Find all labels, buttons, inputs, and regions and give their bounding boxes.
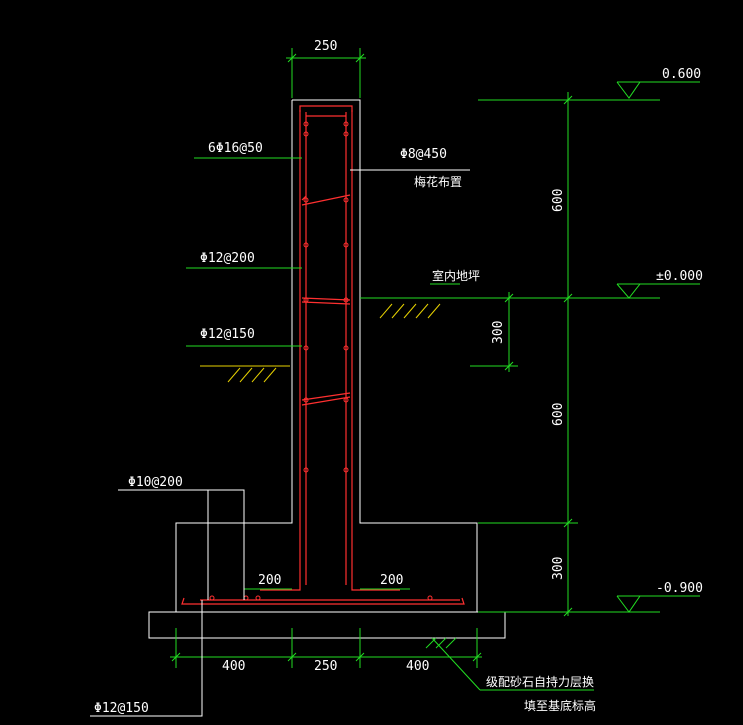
- blinding-slab: [148, 611, 506, 639]
- rebar: [181, 105, 465, 605]
- white-leaders: [90, 169, 470, 717]
- note-indoor-ground: 室内地坪: [432, 268, 480, 283]
- dim-right-300: 300: [491, 321, 506, 344]
- rebar-top-cap: [299, 105, 353, 112]
- note-fill-line1: 级配砂石自持力层换: [486, 674, 594, 689]
- label-ties-note: 梅花布置: [414, 174, 462, 189]
- label-footing-bottom: Φ12@150: [94, 701, 149, 716]
- rebar-vertical-right: [351, 110, 400, 591]
- note-fill-line2: 填至基底标高: [524, 698, 596, 713]
- label-vertical-upper: Φ12@200: [200, 251, 255, 266]
- dim-bottom-right: 400: [406, 659, 429, 674]
- rebar-dots: [209, 121, 433, 601]
- dim-footing-left-200: 200: [258, 573, 281, 588]
- rebar-vertical-left: [260, 110, 301, 591]
- label-ties: Φ8@450: [400, 147, 447, 162]
- rebar-tie-1: [301, 194, 351, 206]
- dimension-lines: [170, 48, 700, 691]
- rebar-tie-3: [301, 392, 351, 406]
- concrete-outline: [148, 99, 506, 639]
- dim-top-width: 250: [314, 39, 337, 54]
- label-top-bars: 6Φ16@50: [208, 141, 263, 156]
- base-hatch: [425, 637, 457, 649]
- dim-footing-right-200: 200: [380, 573, 403, 588]
- elevation-top: 0.600: [662, 67, 701, 82]
- dim-right-300-bottom: 300: [551, 557, 566, 580]
- label-footing-upper: Φ10@200: [128, 475, 183, 490]
- dim-right-600-upper: 600: [551, 189, 566, 212]
- label-vertical-lower: Φ12@150: [200, 327, 255, 342]
- elevation-bottom: -0.900: [656, 581, 703, 596]
- dim-bottom-left: 400: [222, 659, 245, 674]
- rebar-footing-bottom: [181, 597, 465, 605]
- rebar-tie-2: [301, 297, 351, 305]
- dim-bottom-mid: 250: [314, 659, 337, 674]
- elevation-zero: ±0.000: [656, 269, 703, 284]
- dim-right-600-lower: 600: [551, 403, 566, 426]
